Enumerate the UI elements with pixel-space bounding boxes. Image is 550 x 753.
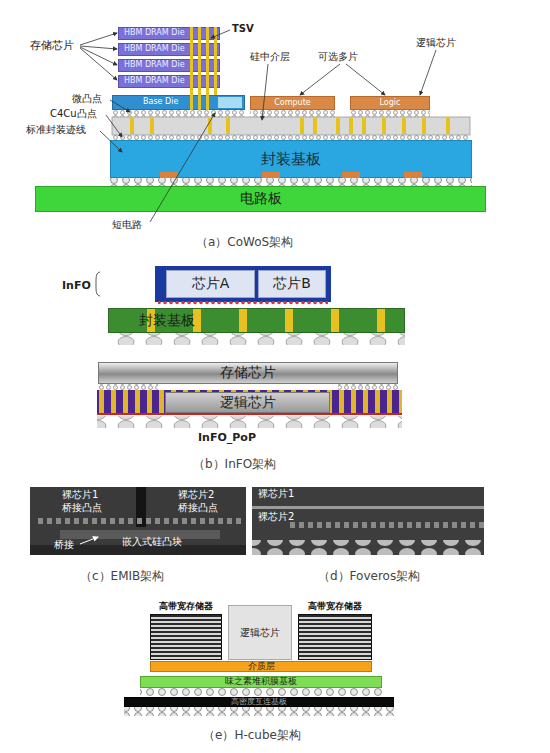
memory-chip: 存储芯片 [98, 362, 398, 384]
callout-label: 硅中介层 [250, 52, 290, 62]
node-text: HBM DRAM Die [124, 29, 185, 38]
node-text: 味之素堆积膜基板 [225, 677, 297, 687]
photo-label: 裸芯片1 [62, 490, 98, 500]
package-substrate: 封装基板 [110, 140, 472, 178]
logic-chip: 逻辑芯片 [228, 605, 292, 660]
callout-label: 微凸点 [72, 94, 102, 104]
chip-a: 芯片A [166, 270, 255, 298]
sub-caption: （e）H-cube架构 [203, 729, 301, 741]
bridge-arrow [80, 537, 98, 544]
base-die: Base Die [112, 95, 245, 110]
hbm-die: HBM DRAM Die [118, 75, 220, 88]
callout-label: TSV [232, 24, 254, 34]
photo-label: 桥接 [54, 540, 74, 550]
info-mold-frame [155, 266, 331, 302]
micro-bumps [250, 110, 335, 117]
callout-label: 短电路 [112, 220, 142, 230]
node-text: 高密度互连基板 [231, 698, 287, 707]
photo-label: 桥接凸点 [178, 503, 218, 513]
micro-bumps [112, 110, 245, 117]
callout-label: 可选多片 [318, 52, 358, 62]
micro-bumps [350, 110, 430, 117]
callout-label: C4Cu凸点 [50, 109, 97, 119]
rdl-line [97, 413, 402, 415]
sub-caption: （a）CoWoS架构 [196, 236, 293, 248]
pop-bumps [98, 384, 158, 390]
logic-die: Logic [350, 96, 430, 110]
circuit-board: 电路板 [35, 186, 486, 212]
c4-bumps [252, 540, 484, 555]
node-text: Compute [274, 99, 310, 108]
sub-caption: （d）Foveros架构 [318, 570, 420, 582]
node-text: 芯片A [192, 276, 230, 291]
solder-balls [124, 707, 394, 716]
node-text: 介质层 [248, 662, 275, 672]
callout-label: 标准封装迹线 [26, 125, 86, 135]
redistribution-bumps [158, 301, 328, 306]
sub-caption: （c）EMIB架构 [80, 570, 164, 582]
micro-bumps [290, 522, 484, 528]
photo-label: 裸芯片2 [258, 512, 294, 522]
logic-package-band [97, 390, 402, 415]
abf-substrate: 味之素堆积膜基板 [140, 676, 382, 688]
solder-balls [110, 178, 472, 186]
node-text: 封装基板 [261, 151, 321, 168]
node-heading: 高带宽存储器 [145, 602, 227, 612]
node-text: HBM DRAM Die [124, 77, 185, 86]
node-text: HBM DRAM Die [124, 45, 185, 54]
photo-label: 裸芯片2 [178, 490, 214, 500]
chip-b: 芯片B [258, 270, 326, 298]
interposer-vias [130, 118, 450, 134]
photo-label: 裸芯片1 [258, 489, 294, 499]
structure-name: InFO [62, 280, 91, 291]
structure-name: InFO_PoP [198, 432, 256, 443]
photo-label: 嵌入式硅凸块 [122, 537, 182, 547]
bridge-bumps [34, 518, 242, 524]
node-text: Base Die [143, 98, 178, 107]
package-substrate: 封装基板 [108, 308, 405, 333]
node-text: HBM DRAM Die [124, 61, 185, 70]
logic-chip: 逻辑芯片 [165, 392, 330, 413]
node-text: 逻辑芯片 [220, 395, 276, 410]
node-text: 封装基板 [139, 313, 195, 328]
dielectric-layer: 介质层 [150, 661, 372, 672]
hbm-die: HBM DRAM Die [118, 27, 220, 40]
die-interface [252, 506, 484, 509]
node-heading: 高带宽存储器 [293, 602, 377, 612]
hbm-stack: 高带宽存储器 [150, 614, 222, 660]
sub-caption: （b）InFO架构 [193, 458, 276, 470]
emib-photo [30, 487, 246, 555]
node-text: 逻辑芯片 [240, 627, 280, 638]
silicon-interposer [112, 117, 470, 135]
solder-balls [97, 416, 402, 428]
pop-bumps [338, 384, 398, 390]
hbm-die: HBM DRAM Die [118, 59, 220, 72]
photo-label: 桥接凸点 [62, 503, 102, 513]
node-text: 电路板 [240, 191, 282, 206]
node-text: 存储芯片 [220, 365, 276, 380]
hbm-die: HBM DRAM Die [118, 43, 220, 56]
hdi-substrate: 高密度互连基板 [124, 697, 394, 707]
node-text: 芯片B [273, 276, 311, 291]
callout-label: 存储芯片 [30, 40, 74, 51]
callout-label: 逻辑芯片 [416, 38, 456, 48]
foveros-photo [252, 487, 484, 555]
node-text: Logic [380, 99, 401, 108]
hbm-stack: 高带宽存储器 [298, 614, 372, 660]
solder-balls [108, 333, 405, 345]
compute-die: Compute [250, 96, 335, 110]
solder-balls [140, 688, 382, 696]
